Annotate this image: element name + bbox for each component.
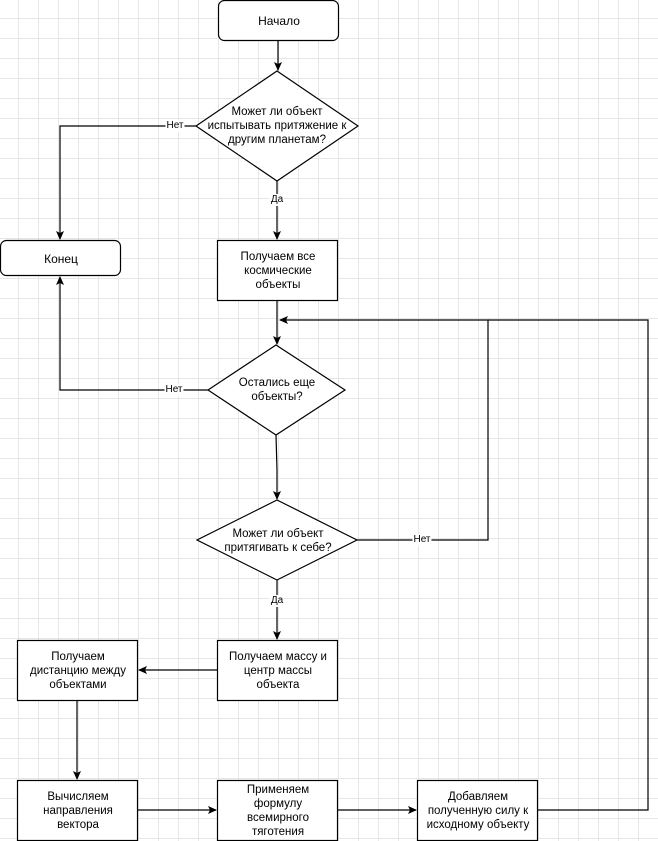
edge-label-no-2: Нет (164, 384, 184, 396)
process-add-force: Добавляем полученную силу к исходному об… (426, 791, 530, 831)
process-get-mass: Получаем массу и центр массы объекта (229, 651, 327, 691)
decision-remaining: Остались еще объекты? (238, 377, 316, 403)
process-get-all-shape (216, 239, 339, 302)
edge-q3-no-loop (279, 316, 489, 541)
decision-attract-self: Может ли объект притягивать к себе? (224, 528, 332, 554)
process-apply-formula-shape (216, 779, 339, 841)
edge-label-yes-2: Да (269, 595, 285, 607)
process-get-mass-shape (216, 639, 339, 702)
edge-addforce-loop (488, 319, 649, 811)
start-node-shape (217, 0, 340, 42)
decision-remaining-shape (206, 344, 347, 436)
edge-label-no-1: Нет (165, 120, 185, 132)
end-node: Конец (44, 251, 78, 266)
process-get-all: Получаем все космические объекты (240, 251, 316, 291)
decision-attract-other-shape (194, 70, 360, 182)
process-apply-formula: Применяем формулу всемирного тяготения (246, 784, 310, 838)
end-node-shape (0, 239, 122, 277)
edge-label-no-3: Нет (412, 534, 432, 546)
decision-attract-self-shape (195, 499, 359, 581)
process-add-force-shape (416, 779, 539, 841)
process-get-distance-shape (16, 639, 139, 702)
edge-q1-no-to-end (56, 125, 196, 240)
edge-label-yes-1: Да (269, 194, 285, 206)
start-node: Начало (258, 14, 300, 28)
process-calc-direction: Вычисляем направления вектора (43, 791, 113, 831)
decision-attract-other: Может ли объект испытывать притяжение к … (207, 106, 347, 146)
process-get-distance: Получаем дистанцию между объектами (30, 651, 126, 691)
process-calc-direction-shape (16, 779, 139, 841)
edge-q2-to-q3 (273, 434, 281, 500)
edge-q2-no-to-end (56, 276, 208, 391)
